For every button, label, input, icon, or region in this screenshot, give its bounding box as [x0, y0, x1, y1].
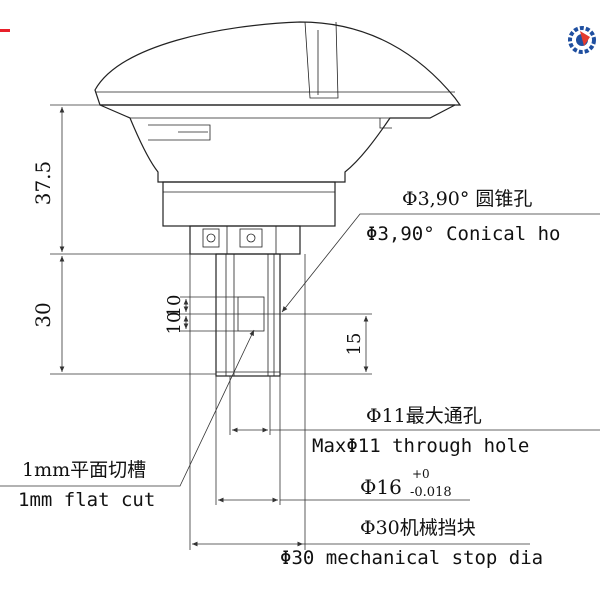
dim-15-label: 15	[344, 333, 365, 356]
dim-10b-label: 10	[164, 312, 185, 335]
mechanical-stop-label-en: Φ30 mechanical stop dia	[280, 547, 543, 569]
cone-hole-label-cn: Φ3,90° 圆锥孔	[402, 188, 532, 210]
dim-10a-label: 10	[164, 295, 185, 318]
shaft-tolerance-upper: +0	[412, 467, 430, 481]
through-hole-label-en: MaxΦ11 through hole	[312, 435, 529, 457]
dimension-lines	[0, 104, 600, 550]
through-hole-label-cn: Φ11最大通孔	[366, 405, 482, 427]
dim-37-5-label: 37.5	[31, 161, 55, 206]
gear-logo-icon	[568, 26, 596, 54]
flat-cut-label-en: 1mm flat cut	[18, 489, 155, 511]
cone-hole-label-en: Φ3,90° Conical ho	[366, 223, 560, 245]
gripper-body	[94, 21, 462, 377]
dim-30-label: 30	[31, 302, 55, 327]
shaft-diameter-label: Φ16	[360, 475, 402, 499]
mechanical-stop-label-cn: Φ30机械挡块	[360, 517, 476, 539]
shaft-tolerance-lower: -0.018	[410, 485, 452, 500]
flat-cut-label-cn: 1mm平面切槽	[22, 459, 146, 481]
corner-accent	[0, 29, 10, 32]
